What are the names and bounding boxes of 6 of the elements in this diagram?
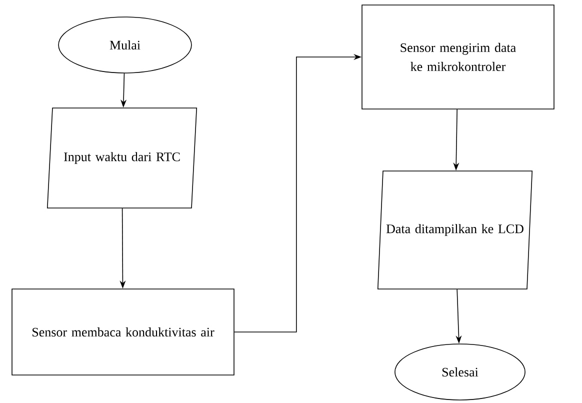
input-parallelogram: Input waktu dari RTC [46,108,198,208]
start-oval: Mulai [58,16,192,74]
end-oval: Selesai [394,344,526,400]
output-parallelogram: Data ditampilkan ke LCD [377,170,533,290]
process-box: Sensor membaca konduktivitas air [12,288,234,376]
process-box: Sensor mengirim data ke mikrokontroler [362,4,554,110]
